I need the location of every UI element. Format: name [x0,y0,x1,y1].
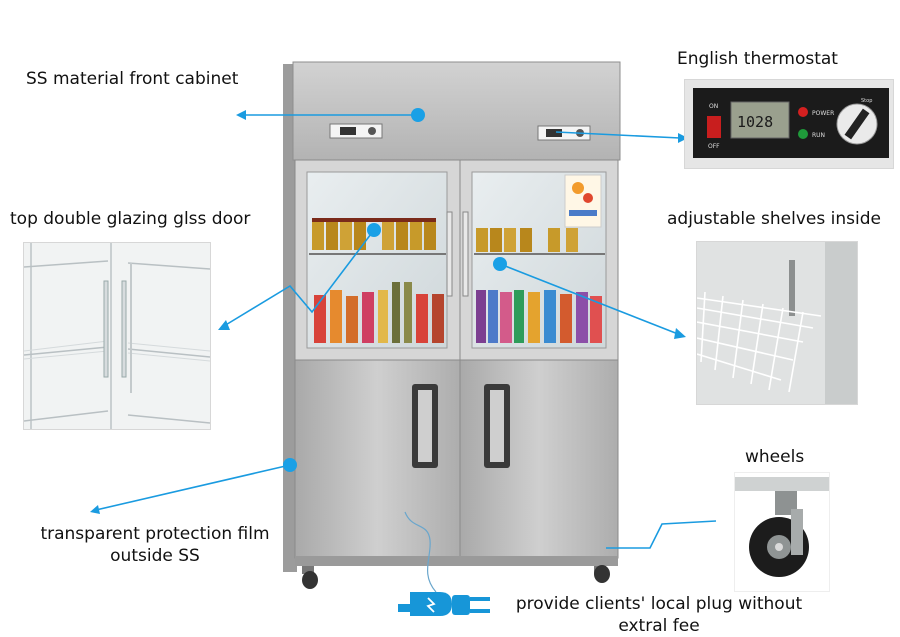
power-label: POWER [812,110,834,117]
bottles-left [314,282,444,343]
label-plug-line2: extral fee [618,616,700,636]
label-shelves: adjustable shelves inside [667,209,881,229]
callout-lines [95,114,717,549]
right-glass-door-handle [462,211,469,297]
fridge [283,61,621,593]
switch-off-label: OFF [708,143,720,150]
power-cord [404,511,437,593]
top-cabinet-panel [292,61,621,161]
thermostat-photo: ON OFF 1028 POWER RUN Stop [684,79,894,169]
glass-door-photo [23,242,211,430]
promo-poster [564,174,602,228]
label-plug: provide clients' local plug without extr… [506,593,812,637]
callout-arrowheads [90,110,688,514]
label-film-line2: outside SS [110,546,200,566]
label-glass-door: top double glazing glss door [10,209,251,229]
label-film-line1: transparent protection film [40,524,270,544]
label-wheels: wheels [745,447,805,467]
front-left-wheel [302,566,318,589]
dial-stop-label: Stop [861,98,872,104]
switch-on-label: ON [709,103,718,110]
label-thermostat: English thermostat [677,49,838,69]
label-plug-line1: provide clients' local plug without [515,594,803,614]
label-ss-cabinet: SS material front cabinet [26,69,239,89]
plug-icon [398,592,490,616]
bottles-right [476,290,602,343]
callout-dots [283,108,507,472]
run-label: RUN [812,132,825,139]
cans-right [476,228,578,252]
lower-right-door [459,359,619,559]
label-protection-film: transparent protection film outside SS [30,523,280,567]
shelves-photo [696,241,858,405]
cans-left [312,218,436,250]
wheel-photo [734,472,830,592]
thermostat-display: 1028 [737,113,773,131]
front-right-wheel [594,565,610,583]
left-glass-door-handle [446,211,453,297]
